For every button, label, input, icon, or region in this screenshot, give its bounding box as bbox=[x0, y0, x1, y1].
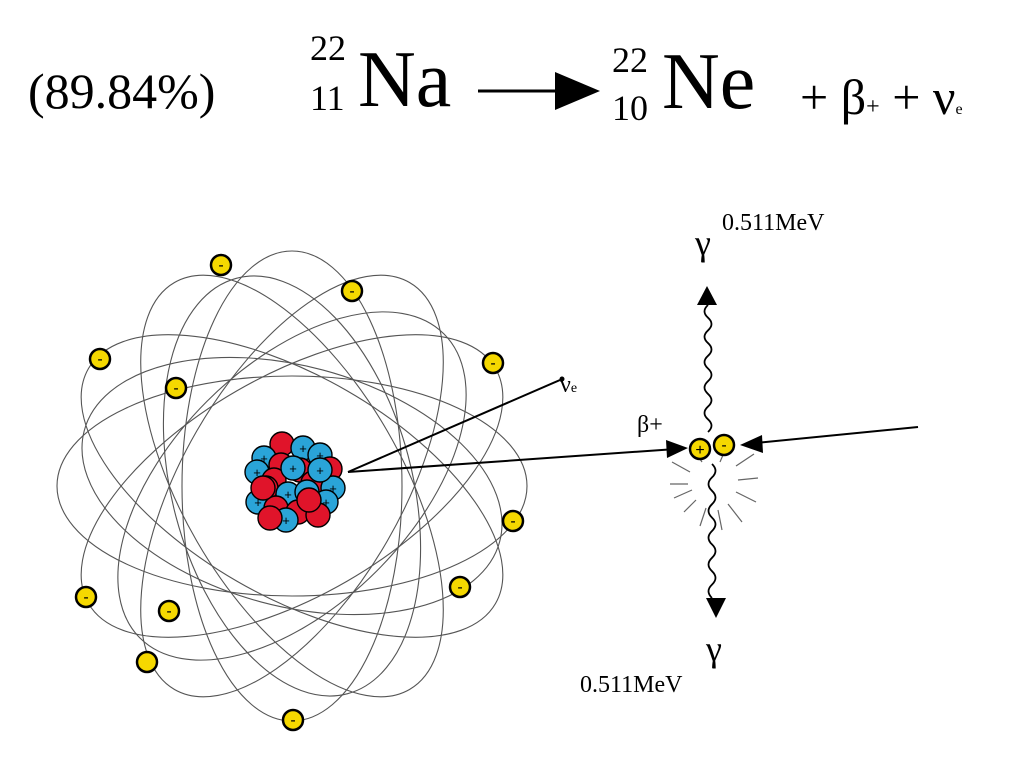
svg-text:-: - bbox=[218, 257, 223, 274]
svg-text:+: + bbox=[316, 448, 324, 463]
svg-text:+: + bbox=[322, 495, 330, 510]
neutrino-label-symbol: ν bbox=[560, 372, 571, 398]
svg-text:-: - bbox=[510, 513, 515, 530]
positron-charge-sign: + bbox=[695, 442, 704, 459]
svg-text:+: + bbox=[299, 441, 307, 456]
electron-orbit bbox=[81, 356, 503, 616]
svg-text:-: - bbox=[457, 579, 462, 596]
parent-symbol: Na bbox=[358, 36, 452, 124]
svg-text:-: - bbox=[173, 380, 178, 397]
svg-text:-: - bbox=[290, 712, 295, 729]
gamma-up-arrowhead bbox=[697, 286, 717, 305]
branching-ratio: (89.84%) bbox=[28, 63, 216, 119]
electron: - bbox=[281, 708, 305, 732]
daughter-symbol: Ne bbox=[662, 38, 756, 126]
annihilating-electron bbox=[712, 433, 736, 457]
burst-line bbox=[735, 453, 755, 467]
svg-text:+: + bbox=[329, 481, 337, 496]
electron: - bbox=[340, 279, 364, 303]
neutrino-path bbox=[347, 379, 561, 473]
atomic-electrons: - - - - - - - - - - bbox=[74, 253, 525, 732]
electron: - bbox=[209, 253, 233, 277]
incoming-electron-path bbox=[755, 426, 919, 444]
electron-orbit bbox=[162, 275, 422, 697]
parent-mass-number: 22 bbox=[310, 28, 346, 68]
burst-line bbox=[737, 477, 759, 481]
svg-text:+: + bbox=[289, 461, 297, 476]
neutron: + bbox=[280, 455, 306, 481]
electron: - bbox=[74, 585, 98, 609]
electron-orbit bbox=[140, 274, 444, 698]
neutron: + bbox=[307, 457, 333, 483]
electron-orbit bbox=[140, 274, 444, 698]
electron: - bbox=[157, 599, 181, 623]
neutrino-symbol: ν bbox=[932, 69, 956, 125]
electron-orbit bbox=[56, 375, 528, 597]
svg-text:-: - bbox=[166, 603, 171, 620]
incoming-electron-arrowhead bbox=[740, 435, 763, 453]
gamma-bottom-symbol: γ bbox=[706, 629, 722, 669]
burst-line bbox=[727, 503, 743, 523]
electron: - bbox=[448, 575, 472, 599]
plus-sign: + bbox=[892, 69, 921, 125]
gamma-down-wave bbox=[707, 463, 717, 599]
reaction-products: + β+ + νe bbox=[800, 68, 963, 126]
gamma-bottom-energy: 0.511MeV bbox=[580, 672, 683, 698]
neutrino-dot bbox=[559, 376, 565, 382]
electron: - bbox=[501, 509, 525, 533]
burst-line bbox=[671, 461, 691, 473]
positron-particle bbox=[688, 437, 712, 461]
electron-orbits bbox=[56, 250, 528, 722]
positron-charge: + bbox=[866, 94, 880, 120]
svg-text:-: - bbox=[83, 589, 88, 606]
svg-text:+: + bbox=[316, 463, 324, 478]
daughter-atomic-number: 10 bbox=[612, 88, 648, 128]
burst-line bbox=[735, 491, 757, 503]
electron: - bbox=[164, 376, 188, 400]
electron: - bbox=[481, 351, 505, 375]
electron-orbit bbox=[80, 334, 504, 638]
burst-line bbox=[683, 499, 697, 513]
svg-text:-: - bbox=[97, 351, 102, 368]
proton bbox=[296, 487, 322, 513]
proton bbox=[250, 475, 276, 501]
neutrino-label: νe bbox=[560, 372, 577, 399]
gamma-top-symbol: γ bbox=[695, 223, 711, 263]
positron-label: β+ bbox=[637, 412, 663, 438]
svg-text:+: + bbox=[260, 451, 268, 466]
burst-line bbox=[673, 489, 693, 499]
svg-text:-: - bbox=[349, 283, 354, 300]
electron bbox=[135, 650, 159, 674]
burst-line bbox=[717, 509, 723, 531]
gamma-down-arrowhead bbox=[706, 598, 726, 618]
svg-text:+: + bbox=[282, 513, 290, 528]
gamma-up-wave bbox=[703, 304, 713, 433]
positron-arrowhead bbox=[666, 440, 688, 458]
svg-text:-: - bbox=[490, 355, 495, 372]
neutrino-label-subscript: e bbox=[570, 381, 578, 396]
daughter-mass-number: 22 bbox=[612, 40, 648, 80]
burst-line bbox=[699, 507, 707, 527]
svg-text:+: + bbox=[253, 465, 261, 480]
neutrino-subscript: e bbox=[955, 101, 963, 118]
electron-orbit bbox=[117, 311, 467, 661]
svg-text:+: + bbox=[284, 487, 292, 502]
nucleus: ++++++++++++ bbox=[244, 431, 346, 533]
positron-symbol: + β bbox=[800, 69, 867, 125]
proton bbox=[257, 505, 283, 531]
annihilation-burst bbox=[670, 447, 759, 531]
parent-atomic-number: 11 bbox=[310, 78, 345, 118]
annihilating-electron-sign: - bbox=[721, 437, 726, 454]
positron-path bbox=[347, 448, 677, 473]
svg-text:+: + bbox=[254, 495, 262, 510]
electron: - bbox=[88, 347, 112, 371]
gamma-top-energy: 0.511MeV bbox=[722, 210, 825, 236]
